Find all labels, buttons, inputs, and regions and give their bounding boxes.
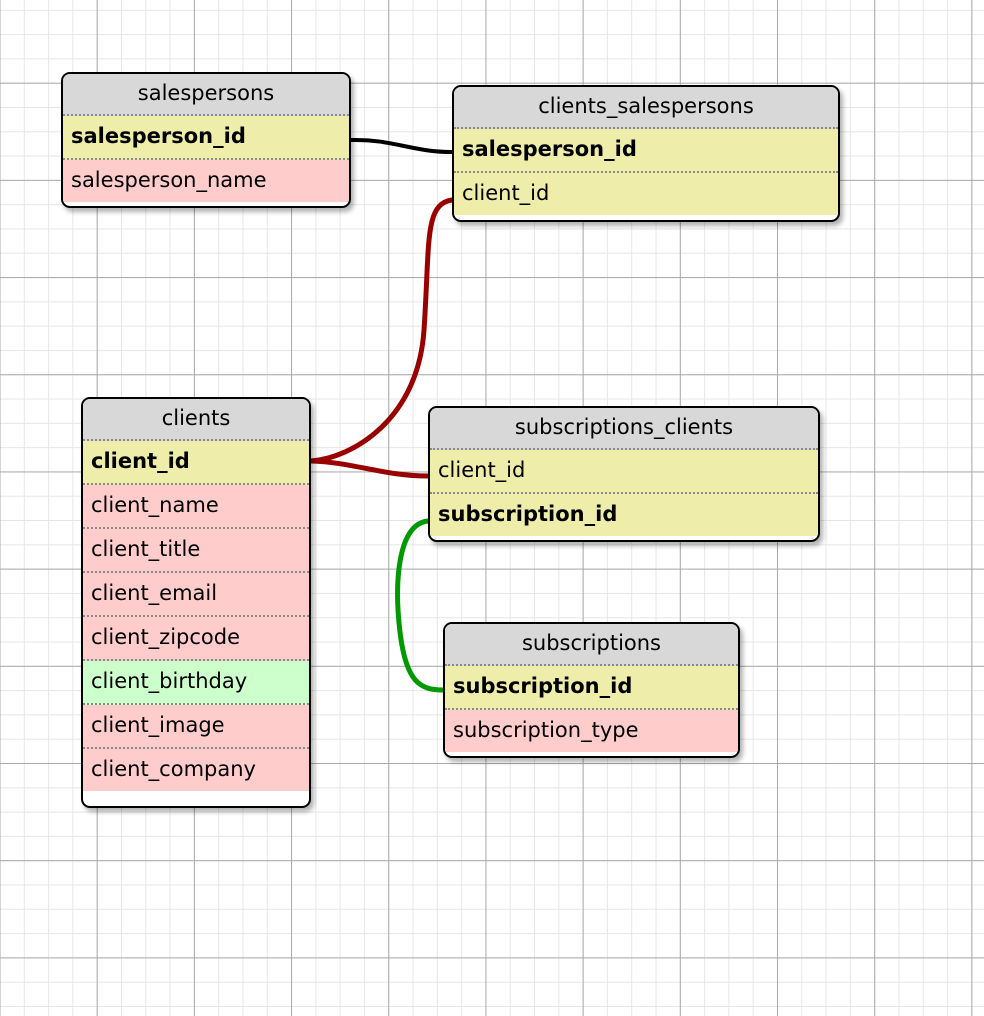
entity-title: subscriptions (445, 624, 738, 666)
entity-key-field[interactable]: salesperson_id (454, 129, 838, 173)
entity-field[interactable]: client_name (83, 485, 309, 529)
entity-title: salespersons (63, 74, 349, 116)
entity-field[interactable]: client_title (83, 529, 309, 573)
relationship-link[interactable] (308, 458, 431, 479)
entity-title: subscriptions_clients (430, 408, 818, 450)
entity-key-field[interactable]: client_id (83, 441, 309, 485)
entity-field[interactable]: client_birthday (83, 661, 309, 705)
entity-field[interactable]: client_company (83, 749, 309, 791)
entity-title: clients (83, 399, 309, 441)
entity-field[interactable]: salesperson_name (63, 160, 349, 202)
relationship-link[interactable] (350, 137, 454, 154)
entity-field[interactable]: subscription_type (445, 710, 738, 752)
entity-field[interactable]: client_zipcode (83, 617, 309, 661)
entity-key-field[interactable]: subscription_id (445, 666, 738, 710)
entity-field[interactable]: client_id (430, 450, 818, 494)
relationship-link[interactable] (395, 518, 446, 693)
entity-title: clients_salespersons (454, 87, 838, 129)
entity-field[interactable]: client_image (83, 705, 309, 749)
entity-field[interactable]: client_id (454, 173, 838, 215)
entity-key-field[interactable]: subscription_id (430, 494, 818, 536)
entity-key-field[interactable]: salesperson_id (63, 116, 349, 160)
entity-field[interactable]: client_email (83, 573, 309, 617)
